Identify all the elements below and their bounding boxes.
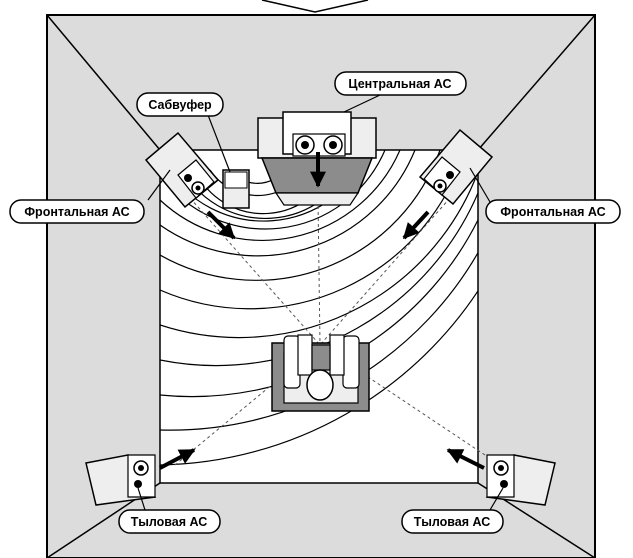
front-right-speaker <box>418 128 494 206</box>
driver-icon <box>134 480 142 488</box>
driver-icon <box>184 174 192 182</box>
seat-back <box>297 334 313 376</box>
callout-leaders <box>137 94 504 511</box>
driver-icon <box>500 480 508 488</box>
room-corner-line <box>46 14 161 151</box>
callout-center: Центральная АС <box>334 71 467 96</box>
callout-front-right: Фронтальная АС <box>485 199 621 224</box>
label-rear-left-speaker: Тыловая АС <box>131 515 208 529</box>
callout-subwoofer: Сабвуфер <box>136 92 224 117</box>
top-chevron <box>261 0 369 13</box>
listener-head <box>306 369 334 401</box>
rear-left-speaker <box>85 454 157 506</box>
listener-seat <box>271 334 370 412</box>
seat-armrest <box>342 335 360 389</box>
callout-front-left: Фронтальная АС <box>9 199 145 224</box>
speaker-face <box>423 156 461 196</box>
driver-icon <box>446 171 454 179</box>
label-center-speaker: Центральная АС <box>348 77 451 91</box>
seat-back <box>329 334 345 376</box>
front-left-speaker <box>144 131 220 209</box>
speaker-face <box>177 159 215 199</box>
subwoofer-top <box>224 171 248 189</box>
sound-arrows <box>159 152 485 470</box>
label-subwoofer: Сабвуфер <box>148 98 212 112</box>
room-corner-line <box>477 14 596 151</box>
label-front-left-speaker: Фронтальная АС <box>24 205 129 219</box>
callout-rear-right: Тыловая АС <box>401 509 504 534</box>
subwoofer <box>222 169 250 209</box>
label-front-right-speaker: Фронтальная АС <box>500 205 605 219</box>
arrow-icon <box>159 448 196 470</box>
label-rear-right-speaker: Тыловая АС <box>414 515 491 529</box>
rear-right-speaker <box>485 454 556 506</box>
arrow-icon <box>446 448 485 470</box>
listener-legs <box>311 344 331 371</box>
callout-rear-left: Тыловая АС <box>118 509 221 534</box>
arrow-icon <box>206 210 236 240</box>
arrow-icon <box>402 210 430 240</box>
tv-stand <box>274 192 360 206</box>
